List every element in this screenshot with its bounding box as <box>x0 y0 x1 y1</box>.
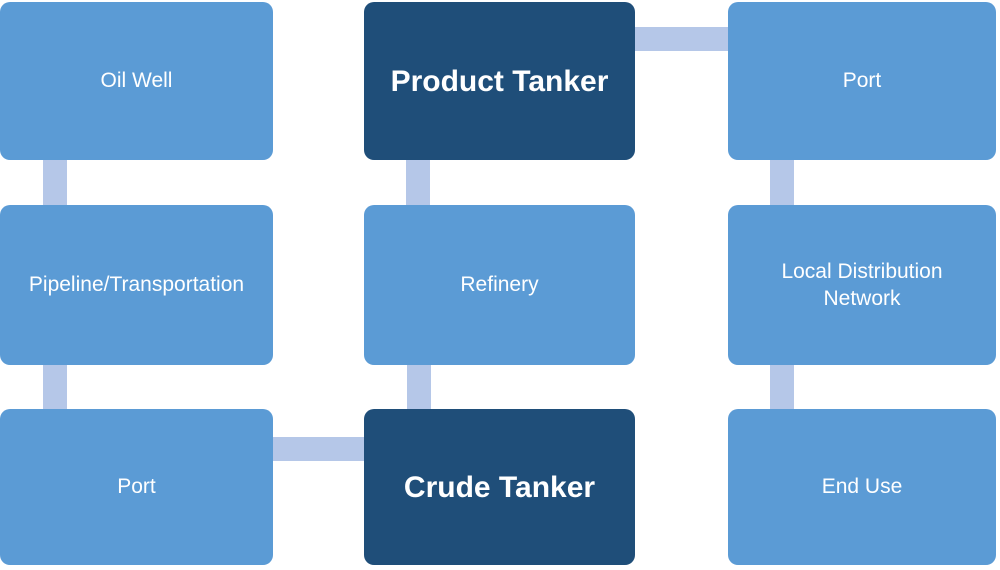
connector-port-right-to-local-distribution <box>770 160 794 205</box>
node-local-distribution-network-label: Local Distribution Network <box>781 259 943 310</box>
node-crude-tanker-label: Crude Tanker <box>403 470 596 504</box>
node-refinery: Refinery <box>364 205 635 365</box>
node-port-left-label: Port <box>117 475 156 499</box>
node-end-use: End Use <box>728 409 996 565</box>
connector-local-distribution-to-end-use <box>770 365 794 411</box>
node-local-distribution-network: Local Distribution Network <box>728 205 996 365</box>
connector-pipeline-to-port-left <box>43 365 67 409</box>
connector-product-tanker-to-port-right <box>634 27 729 51</box>
node-port-right: Port <box>728 2 996 160</box>
connector-crude-tanker-to-refinery <box>407 365 431 410</box>
node-refinery-label: Refinery <box>460 273 539 297</box>
node-product-tanker: Product Tanker <box>364 2 635 160</box>
connector-port-left-to-crude-tanker <box>272 437 366 461</box>
node-oil-well-label: Oil Well <box>100 69 173 93</box>
node-port-left: Port <box>0 409 273 565</box>
connector-oil-well-to-pipeline <box>43 160 67 205</box>
node-product-tanker-label: Product Tanker <box>390 64 609 98</box>
node-oil-well: Oil Well <box>0 2 273 160</box>
node-pipeline-transportation-label: Pipeline/Transportation <box>28 273 245 297</box>
node-end-use-label: End Use <box>821 475 903 499</box>
node-pipeline-transportation: Pipeline/Transportation <box>0 205 273 365</box>
node-crude-tanker: Crude Tanker <box>364 409 635 565</box>
node-port-right-label: Port <box>842 69 882 93</box>
connector-refinery-to-product-tanker <box>406 160 430 205</box>
